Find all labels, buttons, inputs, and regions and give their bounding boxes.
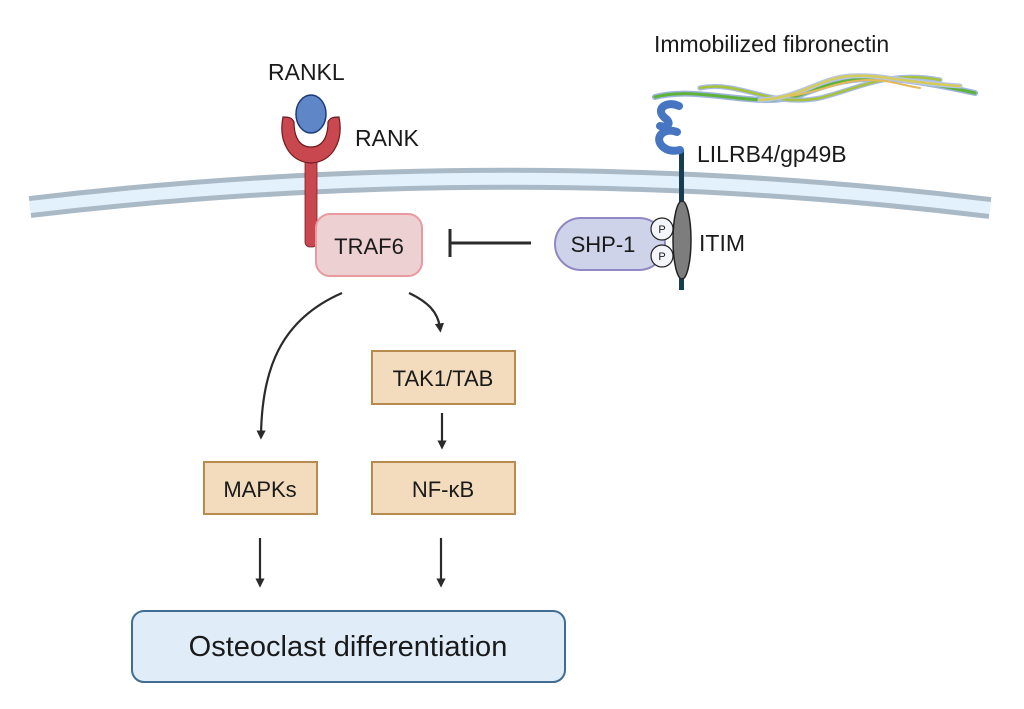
rankl-label: RANKL (268, 59, 345, 85)
mapks-label: MAPKs (223, 477, 296, 502)
phosphate-2-label: P (658, 251, 665, 263)
fibronectin-label: Immobilized fibronectin (654, 31, 889, 57)
arrow-traf6-to-tak1 (408, 292, 445, 333)
fibronectin-fibers (652, 73, 978, 103)
tak1-node: TAK1/TAB (371, 350, 516, 405)
itim-domain (672, 200, 692, 280)
phosphate-2: P (650, 244, 674, 268)
shp1-node: SHP-1 (554, 217, 666, 271)
mapks-node: MAPKs (203, 461, 318, 515)
nfkb-node: NF-κB (371, 461, 516, 515)
cell-membrane (28, 167, 992, 219)
rankl-ligand (295, 94, 327, 134)
inhibition-arrow (448, 229, 531, 257)
lilrb4-label: LILRB4/gp49B (697, 141, 847, 167)
itim-label: ITIM (699, 230, 745, 256)
outcome-label: Osteoclast differentiation (189, 631, 508, 663)
tak1-label: TAK1/TAB (393, 366, 494, 391)
nfkb-label: NF-κB (412, 477, 474, 502)
phosphate-1: P (650, 217, 674, 241)
outcome-node: Osteoclast differentiation (131, 610, 566, 683)
rank-receptor (281, 116, 341, 248)
lilrb4-receptor (655, 100, 684, 155)
shp1-label: SHP-1 (571, 232, 636, 257)
phosphate-1-label: P (658, 224, 665, 236)
rank-label: RANK (355, 125, 420, 151)
traf6-node: TRAF6 (315, 213, 423, 277)
traf6-label: TRAF6 (334, 234, 404, 259)
arrow-traf6-to-mapks (256, 291, 343, 440)
